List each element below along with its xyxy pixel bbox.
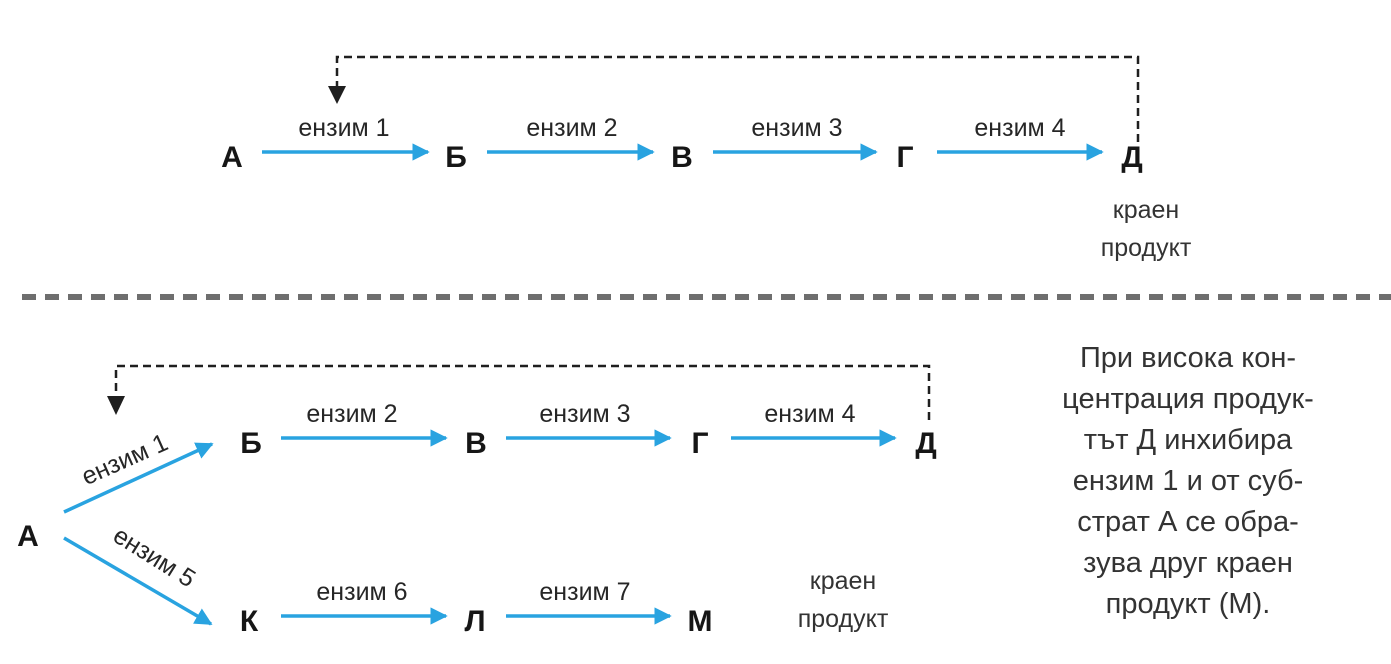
explanation-line: ензим 1 и от суб- — [1072, 465, 1304, 497]
bottom-end-product-label-2: продукт — [798, 605, 889, 633]
top-enzyme-2: ензим 2 — [526, 114, 617, 142]
explanation-line: продукт (М). — [1105, 588, 1271, 620]
bottom-feedback-arrowhead — [107, 396, 125, 415]
top-enzyme-4: ензим 4 — [974, 114, 1065, 142]
top-node-b: Б — [445, 141, 467, 174]
explanation-line: зува друг краен — [1083, 547, 1293, 579]
bottom-node-g: Г — [691, 427, 708, 460]
top-end-product-label-2: продукт — [1101, 234, 1192, 262]
bottom-node-a: А — [17, 520, 39, 553]
explanation-line: При висока кон- — [1079, 342, 1297, 374]
bottom-arrow-a-k — [63, 536, 213, 626]
bottom-node-k: К — [240, 605, 259, 638]
bottom-enzyme-1: ензим 1 — [77, 428, 172, 491]
bottom-enzyme-2: ензим 2 — [306, 400, 397, 428]
bottom-node-l: Л — [464, 605, 485, 638]
top-enzyme-3: ензим 3 — [751, 114, 842, 142]
bottom-arrow-a-b — [63, 442, 214, 514]
explanation-text: При висока кон- центрация продук- тът Д … — [1008, 338, 1368, 625]
bottom-node-d: Д — [915, 427, 936, 460]
explanation-line: страт А се обра- — [1077, 506, 1299, 538]
explanation-line: центрация продук- — [1062, 383, 1314, 415]
top-feedback-line — [335, 55, 1140, 142]
bottom-pathway: А Б В Г Д К Л М ензим 1 ензим 2 ензим 3 … — [17, 364, 937, 638]
bottom-enzyme-3: ензим 3 — [539, 400, 630, 428]
top-node-v: В — [671, 141, 693, 174]
top-node-d: Д — [1121, 141, 1142, 174]
top-node-g: Г — [896, 141, 913, 174]
top-end-product-label-1: краен — [1113, 196, 1179, 224]
bottom-node-b: Б — [240, 427, 262, 460]
top-pathway: А Б В Г Д ензим 1 ензим 2 ензим 3 ензим … — [221, 55, 1192, 262]
explanation-line: тът Д инхибира — [1083, 424, 1293, 456]
bottom-node-m: М — [688, 605, 713, 638]
top-feedback-arrowhead — [328, 86, 346, 104]
bottom-enzyme-4: ензим 4 — [764, 400, 855, 428]
bottom-enzyme-6: ензим 6 — [316, 578, 407, 606]
bottom-enzyme-5: ензим 5 — [108, 521, 200, 593]
bottom-end-product-label-1: краен — [810, 567, 876, 595]
top-node-a: А — [221, 141, 243, 174]
bottom-enzyme-7: ензим 7 — [539, 578, 630, 606]
bottom-feedback-line — [114, 364, 931, 420]
bottom-node-v: В — [465, 427, 487, 460]
top-enzyme-1: ензим 1 — [298, 114, 389, 142]
